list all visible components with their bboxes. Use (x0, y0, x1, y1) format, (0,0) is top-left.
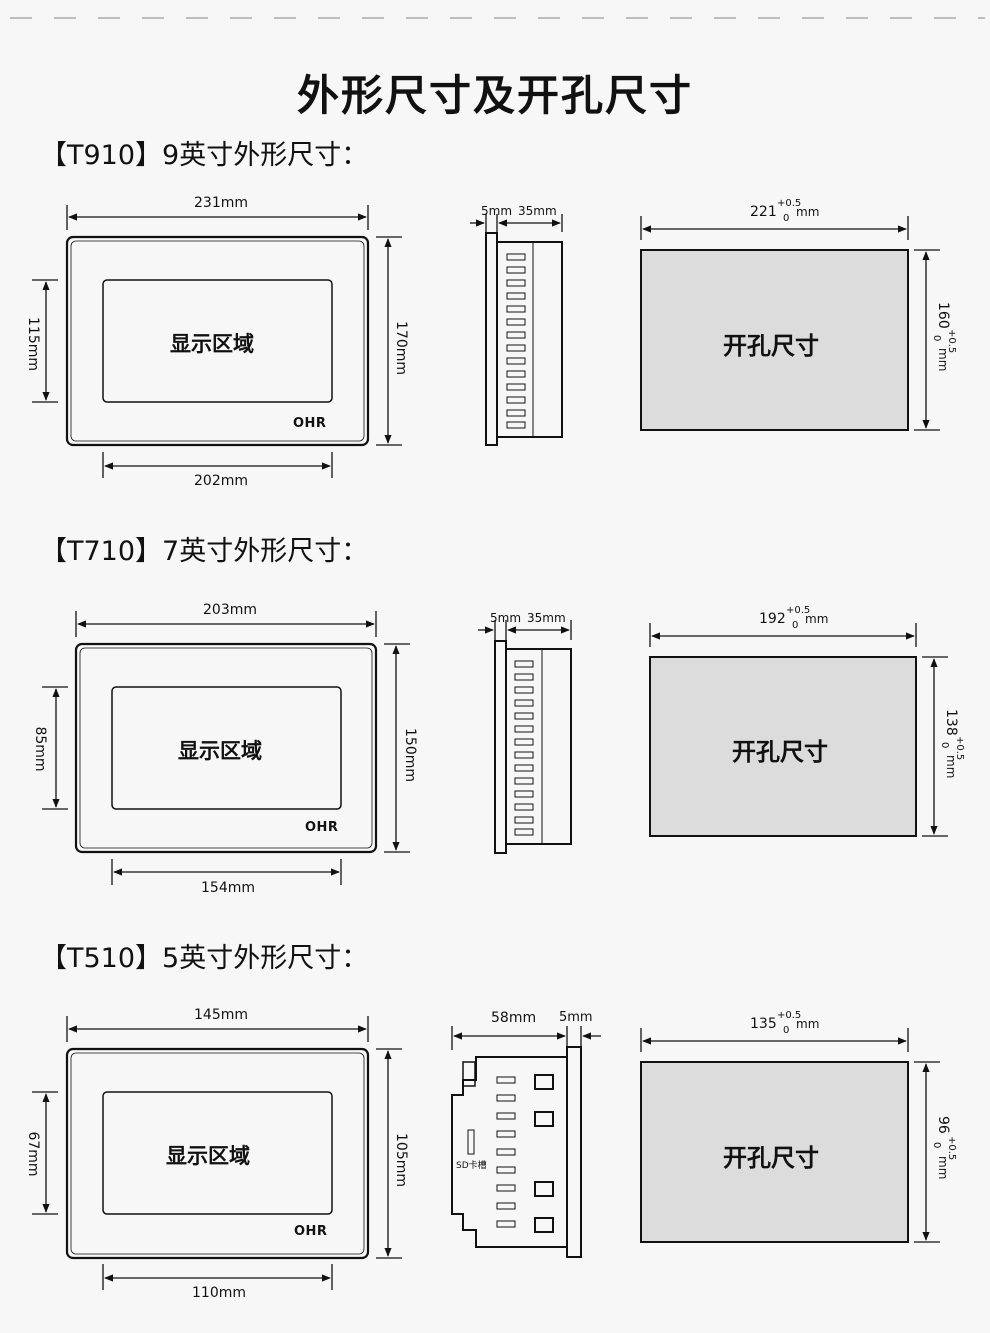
outer-width-dim: 145mm (194, 1007, 248, 1023)
section-title-t910: 【T910】9英寸外形尺寸： (40, 140, 369, 171)
cutout-width-dim: 221 +0.5 0 mm (750, 198, 820, 224)
t910-side-view (470, 214, 563, 446)
depth-dim: 35mm (527, 611, 566, 625)
cutout-height-dim: 138 +0.5 0 mm (939, 709, 965, 779)
t510-cutout (640, 1028, 940, 1243)
screen-width-dim: 154mm (201, 880, 255, 896)
t710-front-view (42, 611, 410, 885)
t910-front-view (32, 205, 402, 478)
screen-height-dim: 85mm (32, 726, 48, 772)
ohr-logo: OHR (294, 1224, 328, 1239)
page-title: 外形尺寸及开孔尺寸 (296, 71, 693, 120)
depth-dim: 58mm (491, 1010, 537, 1026)
t510-side-view (451, 1026, 601, 1258)
screen-area-label: 显示区域 (170, 331, 254, 356)
t710-side-view (478, 620, 572, 854)
t710-side-vents (514, 660, 534, 836)
bezel-dim: 5mm (559, 1010, 593, 1025)
cutout-label: 开孔尺寸 (732, 737, 828, 766)
screen-area-label: 显示区域 (166, 1143, 250, 1168)
cutout-width-dim: 192 +0.5 0 mm (759, 605, 829, 631)
bezel-dim: 5mm (490, 611, 522, 625)
screen-height-dim: 115mm (25, 317, 41, 371)
t910-cutout (640, 216, 940, 431)
cutout-label: 开孔尺寸 (723, 1143, 819, 1172)
outer-width-dim: 203mm (203, 602, 257, 618)
cutout-width-dim: 135 +0.5 0 mm (750, 1010, 820, 1036)
top-dashed-divider (10, 17, 985, 19)
outer-width-dim: 231mm (194, 195, 248, 211)
t910-side-vents (506, 253, 526, 429)
t510-side-vents (496, 1076, 516, 1228)
t510-connectors (534, 1074, 554, 1233)
ohr-logo: OHR (293, 416, 327, 431)
t710-cutout (649, 623, 948, 837)
cutout-height-dim: 160 +0.5 0 mm (931, 302, 957, 372)
screen-width-dim: 202mm (194, 473, 248, 489)
screen-height-dim: 67mm (25, 1131, 41, 1177)
screen-width-dim: 110mm (192, 1285, 246, 1301)
bezel-dim: 5mm (481, 204, 513, 218)
depth-dim: 35mm (518, 204, 557, 218)
sd-slot-label: SD卡槽 (456, 1161, 487, 1171)
cutout-label: 开孔尺寸 (723, 331, 819, 360)
section-title-t510: 【T510】5英寸外形尺寸： (40, 943, 369, 974)
outer-height-dim: 170mm (393, 321, 409, 375)
cutout-height-dim: 96 +0.5 0 mm (931, 1116, 957, 1180)
t510-front-view (32, 1016, 402, 1290)
screen-area-label: 显示区域 (178, 738, 262, 763)
outer-height-dim: 105mm (393, 1133, 409, 1187)
ohr-logo: OHR (305, 820, 339, 835)
section-title-t710: 【T710】7英寸外形尺寸： (40, 536, 369, 567)
outer-height-dim: 150mm (402, 728, 418, 782)
